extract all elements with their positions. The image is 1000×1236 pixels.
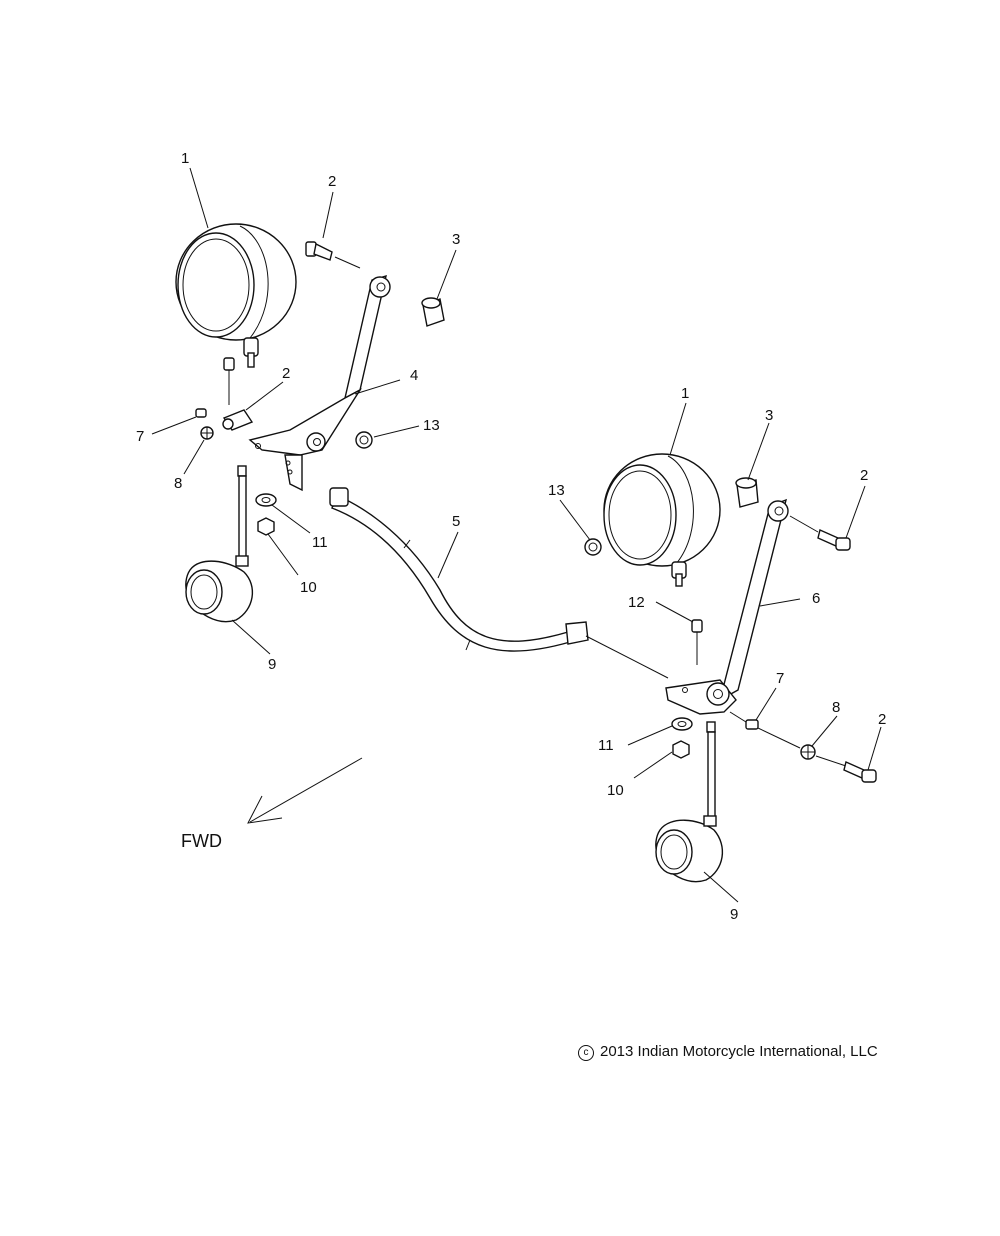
- callout-11-right-washer: 11: [598, 737, 614, 754]
- right-hex-nut: [672, 740, 690, 759]
- left-spacer: [421, 297, 445, 327]
- callout-12-right-screw: 12: [628, 594, 645, 611]
- copyright-symbol: c: [578, 1045, 594, 1061]
- callout-11-left-washer: 11: [312, 534, 328, 551]
- right-signal-screw: [691, 619, 703, 665]
- callout-numbers: 1 2 3 2 4 7 13 8 11 10 5 9 1 3 2 13 12 6…: [136, 150, 886, 923]
- copyright-notice: c 2013 Indian Motorcycle International, L…: [578, 1043, 878, 1061]
- right-headlamp: [603, 453, 721, 587]
- callout-13-right-grommet: 13: [548, 482, 565, 499]
- left-washer: [255, 493, 277, 507]
- callout-7-right-screw: 7: [776, 670, 784, 687]
- callout-4-left-bracket: 4: [410, 367, 418, 384]
- left-headlamp: [175, 223, 297, 368]
- left-pivot-pin: [222, 409, 254, 431]
- callout-3-left-spacer: 3: [452, 231, 460, 248]
- forward-direction-label: FWD: [181, 831, 222, 851]
- left-upper-bolt: [305, 241, 361, 269]
- callout-8-left-nut: 8: [174, 475, 182, 492]
- callout-10-left-hex-nut: 10: [300, 579, 317, 596]
- right-lower-screw: [729, 711, 801, 749]
- right-grommet: [584, 538, 602, 556]
- callout-3-right-spacer: 3: [765, 407, 773, 424]
- callout-5-crossbar: 5: [452, 513, 460, 530]
- left-grommet: [355, 431, 373, 449]
- callout-10-right-hex-nut: 10: [607, 782, 624, 799]
- copyright-text: 2013 Indian Motorcycle International, LL…: [600, 1043, 878, 1060]
- callout-leaders: [151, 167, 882, 903]
- right-spacer: [735, 477, 759, 508]
- left-hex-nut: [257, 517, 275, 536]
- right-lock-nut: [800, 744, 816, 760]
- left-turn-signal: [185, 555, 254, 623]
- callout-1-left-headlamp: 1: [181, 150, 189, 167]
- callout-2-left-pin: 2: [282, 365, 290, 382]
- forward-direction-arrow: [247, 757, 363, 824]
- callout-9-right-signal: 9: [730, 906, 738, 923]
- left-signal-stem: [223, 357, 247, 559]
- right-mount-bracket: [665, 498, 789, 715]
- right-lower-bolt: [815, 755, 877, 783]
- left-screw: [195, 408, 207, 418]
- callout-2-right-upper-bolt: 2: [860, 467, 868, 484]
- callout-2-left-upper-bolt: 2: [328, 173, 336, 190]
- left-mount-bracket: [248, 275, 391, 492]
- right-turn-signal: [655, 815, 724, 883]
- crossbar-tube: [329, 487, 589, 652]
- callout-6-right-bracket: 6: [812, 590, 820, 607]
- callout-2-right-lower-bolt: 2: [878, 711, 886, 728]
- callout-13-left-grommet: 13: [423, 417, 440, 434]
- callout-8-right-nut: 8: [832, 699, 840, 716]
- right-upper-bolt: [789, 515, 851, 551]
- callout-9-left-signal: 9: [268, 656, 276, 673]
- right-signal-stem: [706, 721, 716, 819]
- right-washer: [671, 717, 693, 731]
- callout-1-right-headlamp: 1: [681, 385, 689, 402]
- callout-7-left-screw: 7: [136, 428, 144, 445]
- left-lock-nut: [200, 426, 214, 440]
